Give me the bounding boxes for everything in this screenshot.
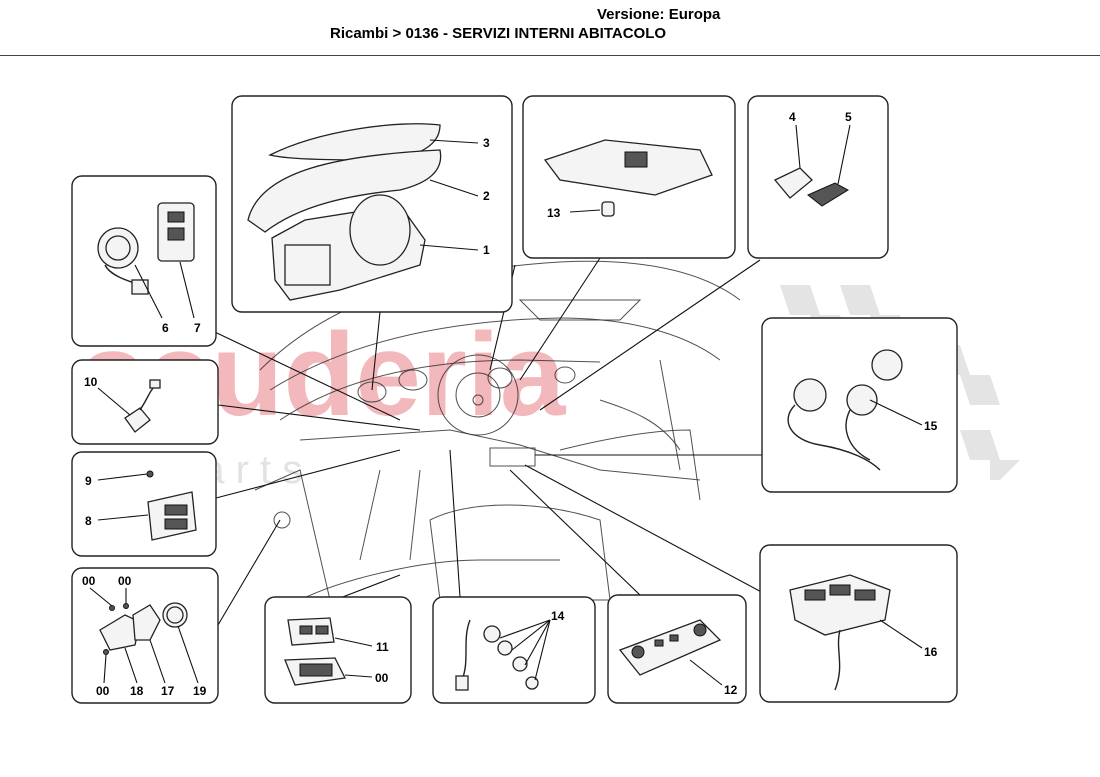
- page-title: Ricambi > 0136 - SERVIZI INTERNI ABITACO…: [330, 25, 667, 42]
- box-door-lock: 00 00 00 18 17 19: [71, 567, 219, 704]
- callout-12: 12: [724, 683, 738, 697]
- car-interior-sketch: [254, 260, 741, 601]
- callout-7: 7: [194, 321, 201, 335]
- callout-00-d: 00: [375, 671, 389, 685]
- box-bulbs: 14: [432, 596, 596, 704]
- box-console-switch: 11 00: [264, 596, 412, 704]
- box-climate-panel: 12: [607, 594, 747, 704]
- callout-16: 16: [924, 645, 938, 659]
- callout-11: 11: [376, 640, 389, 654]
- box-rotary-knobs: 15: [761, 317, 958, 493]
- callout-15: 15: [924, 419, 938, 433]
- callout-00-b: 00: [118, 574, 132, 588]
- callout-8: 8: [85, 514, 92, 528]
- callout-13: 13: [547, 206, 561, 220]
- callout-10: 10: [84, 375, 98, 389]
- callout-18: 18: [130, 684, 144, 698]
- box-seat-switch: 16: [759, 544, 958, 703]
- header-divider: [0, 55, 1100, 56]
- callout-00-c: 00: [96, 684, 110, 698]
- leader-lines: [199, 257, 796, 626]
- box-switch-10: 10: [71, 359, 219, 445]
- box-switch-bezel: 4 5: [747, 95, 889, 259]
- callout-3: 3: [483, 136, 490, 150]
- box-instrument-cluster: 3 2 1: [231, 95, 513, 313]
- callout-6: 6: [162, 321, 169, 335]
- box-window-switch: 9 8: [71, 451, 217, 557]
- callout-17: 17: [161, 684, 175, 698]
- callout-2: 2: [483, 189, 490, 203]
- callout-9: 9: [85, 474, 92, 488]
- callout-14: 14: [551, 609, 565, 623]
- callout-00-a: 00: [82, 574, 96, 588]
- callout-4: 4: [789, 110, 796, 124]
- version-label: Versione: Europa: [597, 6, 721, 23]
- callout-5: 5: [845, 110, 852, 124]
- callout-1: 1: [483, 243, 490, 257]
- box-dash-switches: 6 7: [71, 175, 217, 347]
- callout-19: 19: [193, 684, 207, 698]
- box-roof-light: 13: [522, 95, 736, 259]
